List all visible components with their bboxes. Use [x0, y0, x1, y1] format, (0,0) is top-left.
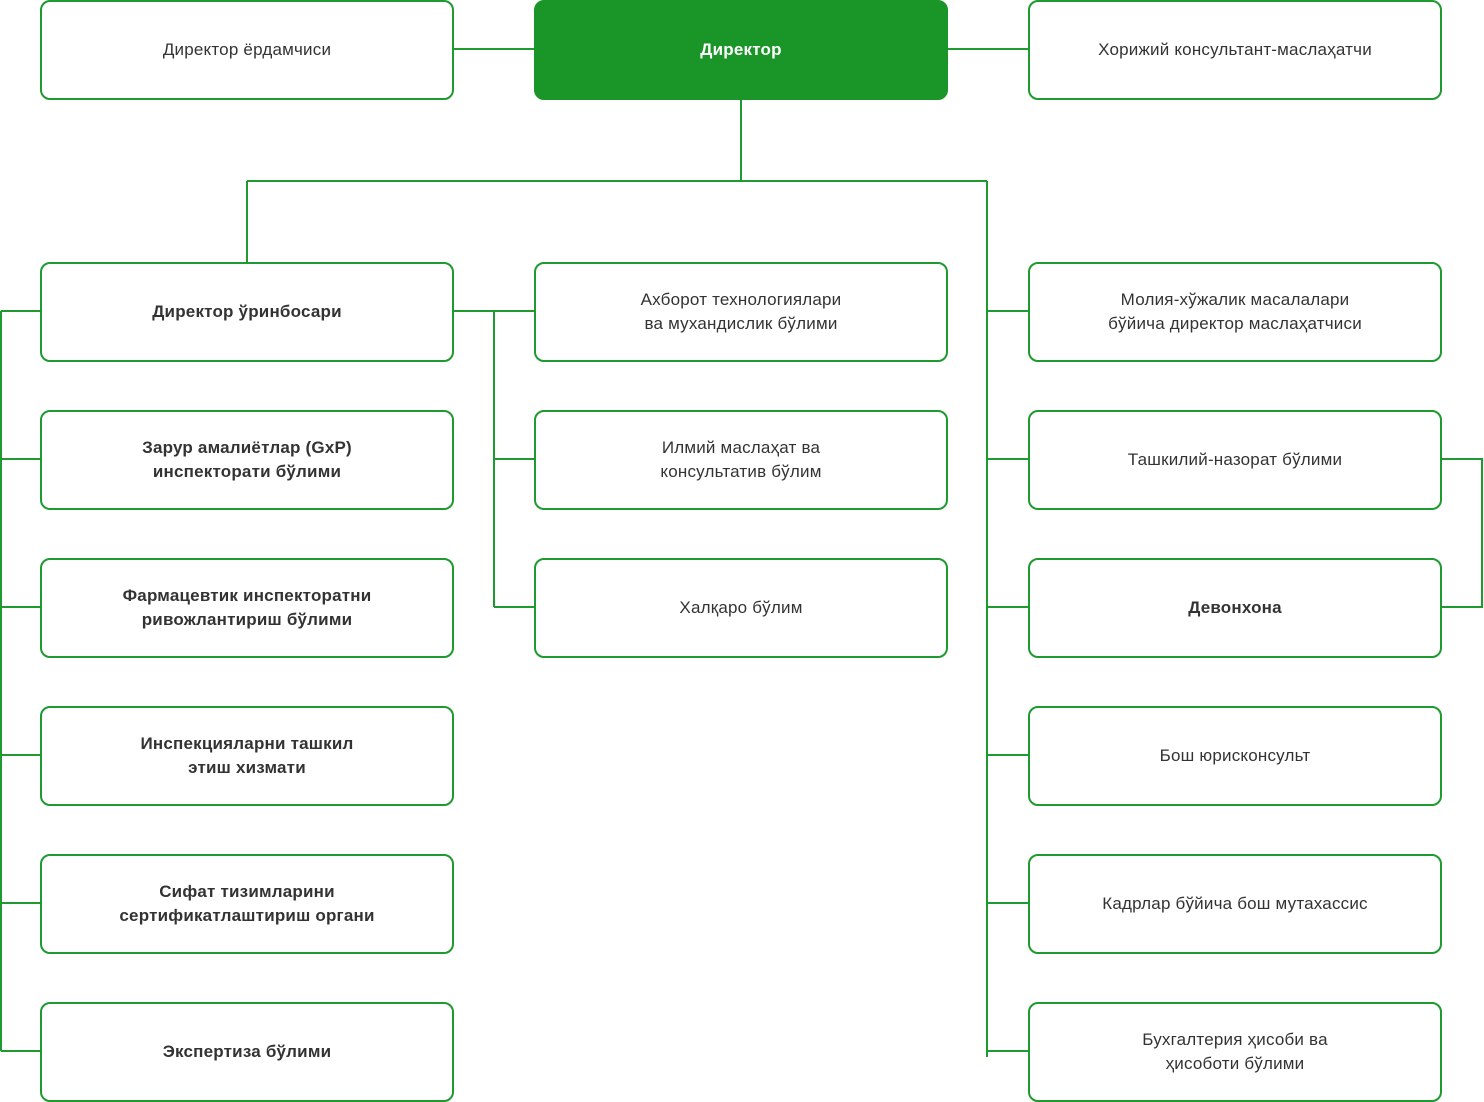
- node-middle-3: Халқаро бўлим: [534, 558, 948, 658]
- node-left-1: Зарур амалиётлар (GxP) инспекторати бўли…: [40, 410, 454, 510]
- node-right-5: Кадрлар бўйича бош мутахассис: [1028, 854, 1442, 954]
- node-right-3: Девонхона: [1028, 558, 1442, 658]
- node-right-6: Бухгалтерия ҳисоби ва ҳисоботи бўлими: [1028, 1002, 1442, 1102]
- node-director: Директор: [534, 0, 948, 100]
- node-middle-2: Илмий маслаҳат ва консультатив бўлим: [534, 410, 948, 510]
- node-right-1: Молия-хўжалик масалалари бўйича директор…: [1028, 262, 1442, 362]
- node-foreign-consultant: Хорижий консультант-маслаҳатчи: [1028, 0, 1442, 100]
- node-director-assistant: Директор ёрдамчиси: [40, 0, 454, 100]
- node-left-2: Фармацевтик инспекторатни ривожлантириш …: [40, 558, 454, 658]
- node-middle-1: Ахборот технологиялари ва мухандислик бў…: [534, 262, 948, 362]
- node-right-2: Ташкилий-назорат бўлими: [1028, 410, 1442, 510]
- node-right-4: Бош юрисконсульт: [1028, 706, 1442, 806]
- node-left-4: Сифат тизимларини сертификатлаштириш орг…: [40, 854, 454, 954]
- node-left-3: Инспекцияларни ташкил этиш хизмати: [40, 706, 454, 806]
- node-left-5: Экспертиза бўлими: [40, 1002, 454, 1102]
- node-deputy-director: Директор ўринбосари: [40, 262, 454, 362]
